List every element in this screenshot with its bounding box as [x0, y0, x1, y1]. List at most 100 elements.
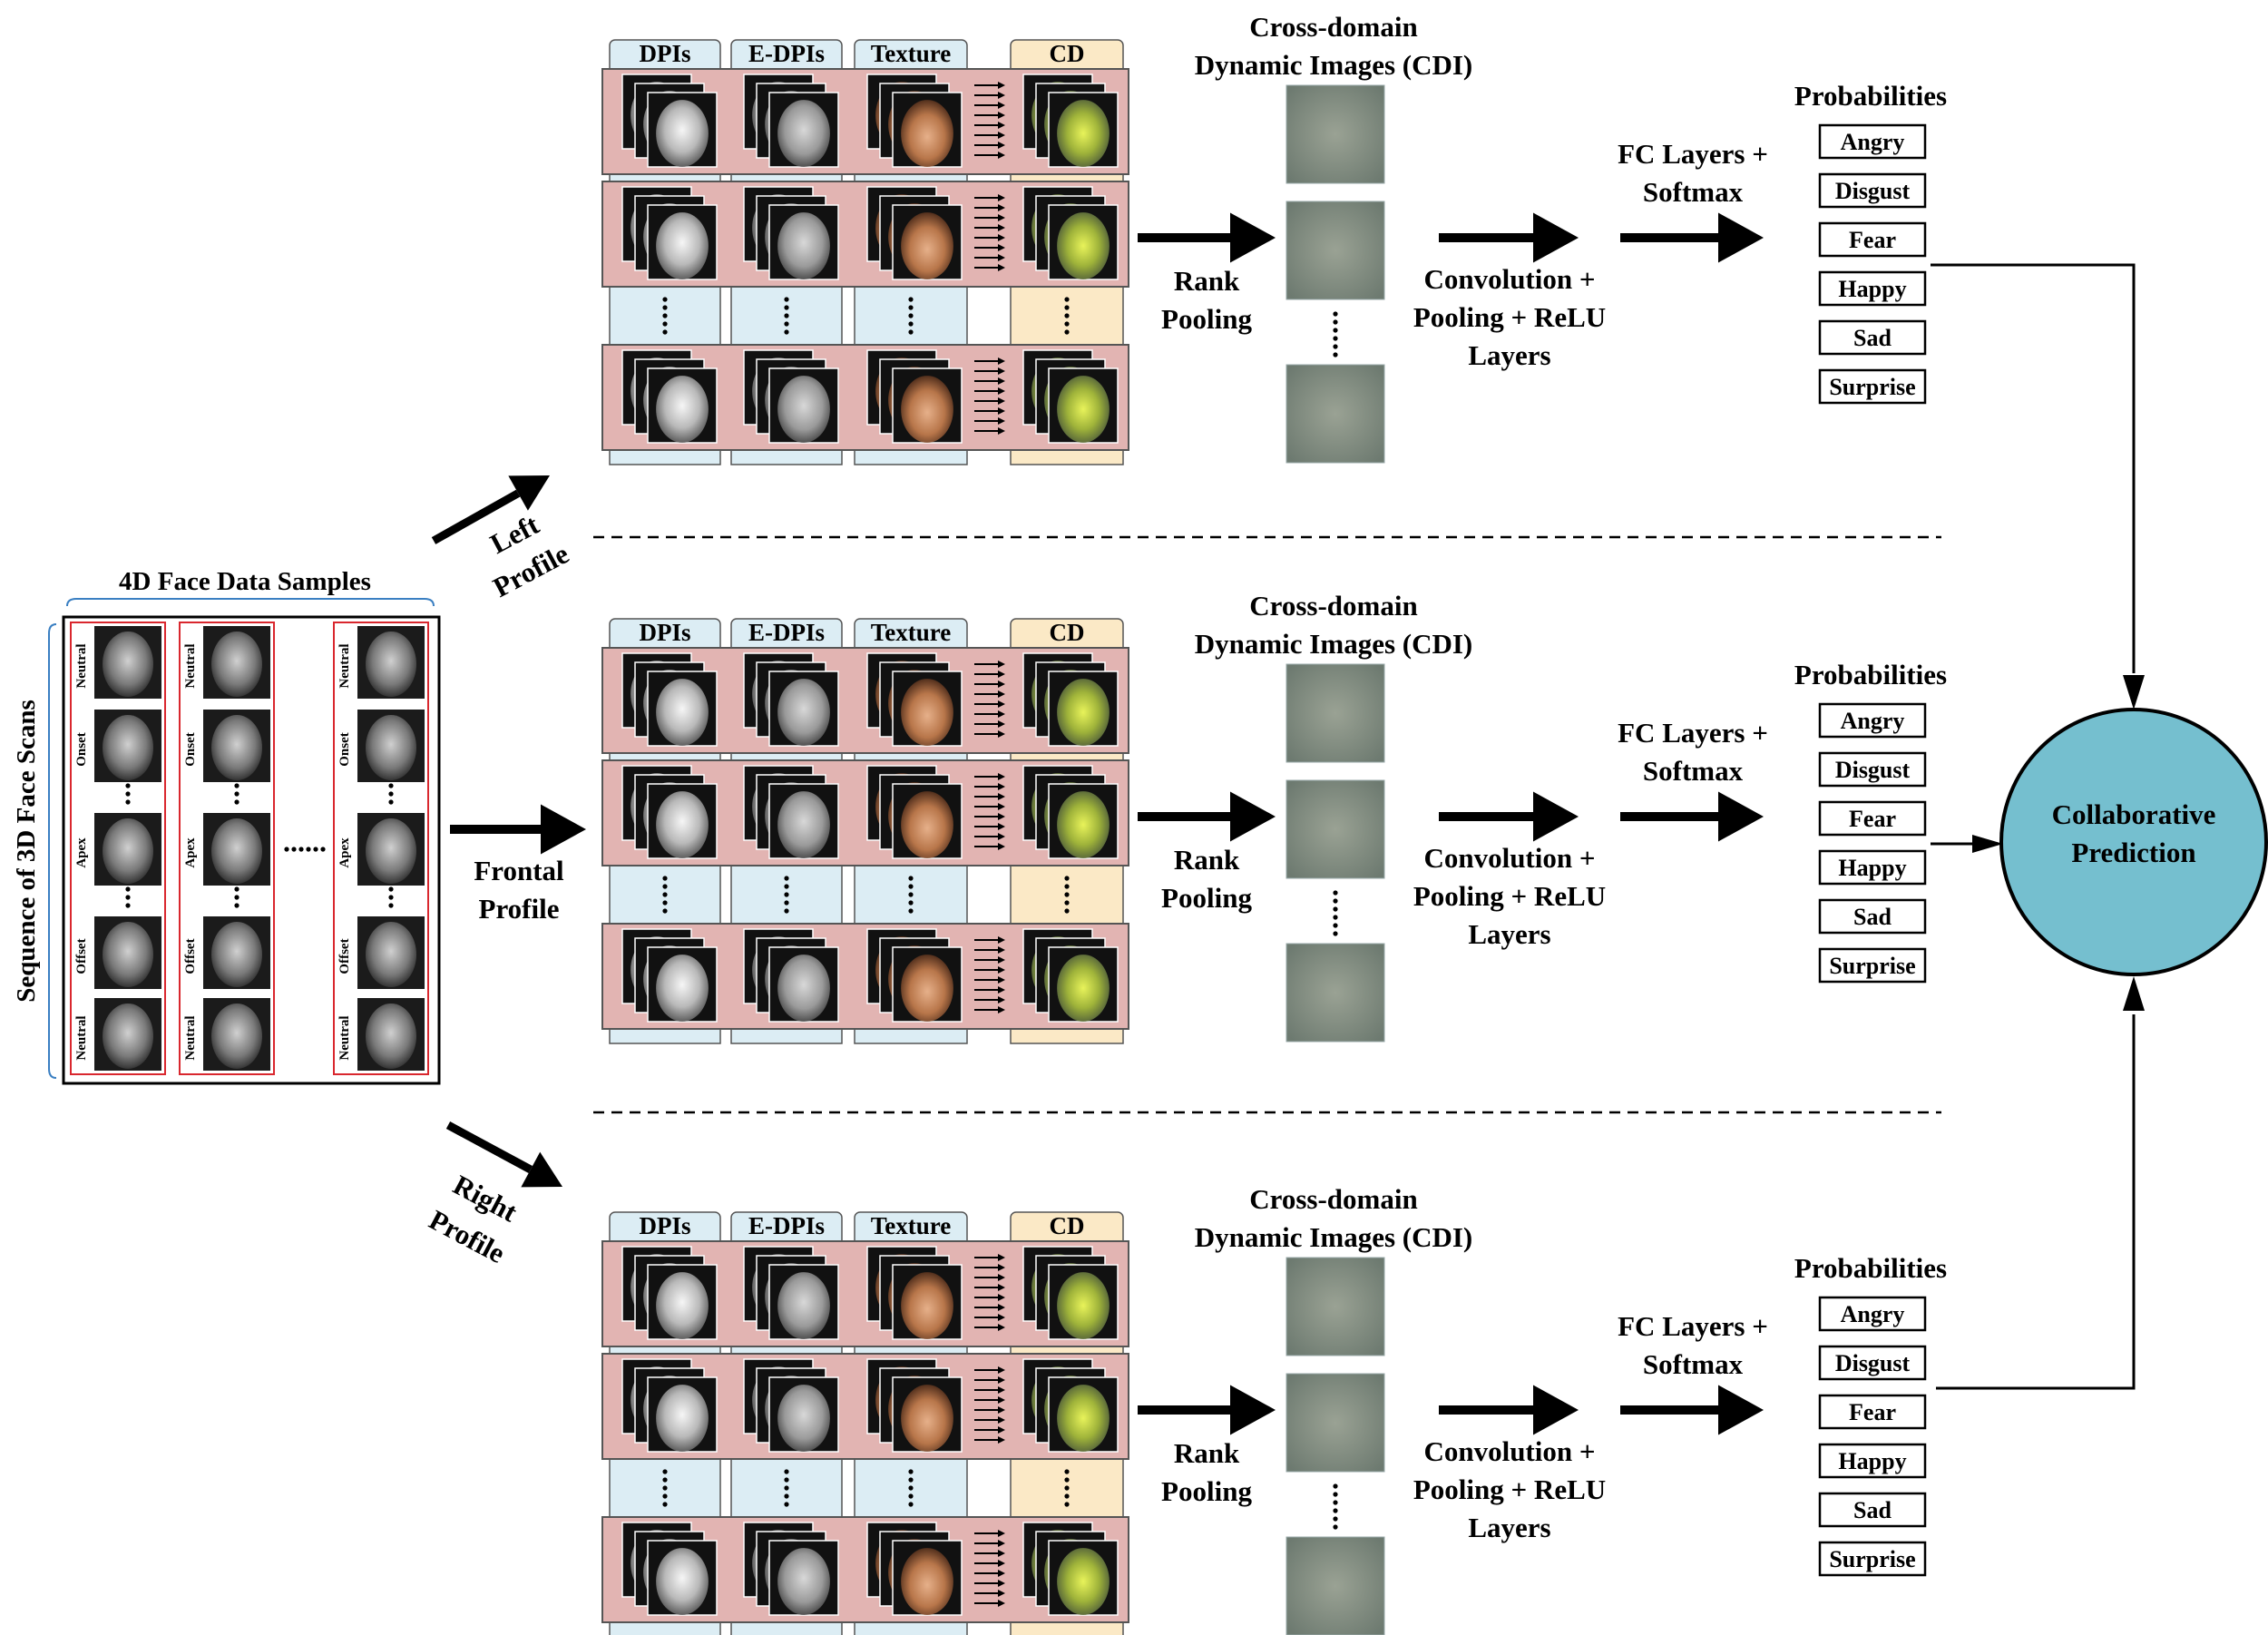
prediction-label: Prediction: [2071, 837, 2195, 868]
face-shape: [901, 1385, 953, 1452]
ellipsis-dot: [1333, 319, 1338, 325]
ellipsis-dot: [1333, 915, 1338, 920]
class-box-frame: [1818, 800, 1927, 837]
column-header-label: CD: [1050, 619, 1085, 646]
ellipsis-dot: [662, 329, 668, 335]
ellipsis-dot: [908, 876, 914, 881]
class-box: Happy: [1818, 1443, 1927, 1479]
cdi-title: Cross-domain: [1249, 590, 1417, 622]
class-label: Fear: [1849, 227, 1896, 253]
face-shape: [1057, 1385, 1110, 1452]
ellipsis-dot: [1333, 328, 1338, 333]
class-label: Angry: [1841, 1301, 1905, 1327]
connector-line: [1931, 263, 2136, 673]
face-shape: [656, 212, 709, 279]
class-box-frame: [1818, 1345, 1927, 1381]
face-scan-icon: [621, 765, 718, 859]
bundle-head: [998, 996, 1005, 1004]
face-scan-shape: [103, 631, 153, 697]
class-label: Surprise: [1829, 374, 1915, 400]
ellipsis-dot: [662, 1469, 668, 1474]
ellipsis-dot: [313, 847, 318, 852]
class-label: Happy: [1838, 855, 1906, 881]
samples-title: 4D Face Data Samples: [119, 567, 371, 596]
cdi-title: Cross-domain: [1249, 11, 1417, 43]
arrow-head: [1718, 1385, 1764, 1435]
arrow-bundle-icon: [974, 661, 1005, 738]
class-box: Sad: [1818, 898, 1927, 935]
sample-column-border: [179, 622, 275, 1075]
ellipsis-dot: [388, 799, 394, 805]
class-box: Happy: [1818, 849, 1927, 886]
feature-row: [601, 1516, 1129, 1623]
ellipsis-dot: [388, 783, 394, 788]
feature-row: [601, 68, 1129, 175]
arrow-head: [1718, 212, 1764, 263]
face-scan-icon: [621, 1246, 718, 1340]
ellipsis-dot: [784, 908, 789, 914]
column-header-label: CD: [1050, 1212, 1085, 1239]
vertical-ellipsis-icon: [662, 1469, 668, 1507]
ellipsis-dot: [1333, 890, 1338, 896]
face-scan-shape: [366, 1004, 416, 1069]
face-shape: [656, 100, 709, 167]
bundle-head: [998, 417, 1005, 425]
bundle-head: [998, 1416, 1005, 1424]
conv-label: Convolution +: [1423, 1435, 1595, 1467]
class-box: Disgust: [1818, 1345, 1927, 1381]
rank-pooling-label: Pooling: [1161, 882, 1252, 914]
class-label: Fear: [1849, 806, 1896, 832]
vertical-ellipsis-icon: [784, 876, 789, 914]
cdi-image-icon: [1286, 1373, 1385, 1473]
class-box: Sad: [1818, 1492, 1927, 1528]
class-box-frame: [1818, 221, 1927, 258]
ellipsis-dot: [1333, 906, 1338, 912]
class-box-frame: [1818, 319, 1927, 356]
ellipsis-dot: [662, 321, 668, 327]
arrow-shaft: [431, 489, 521, 544]
face-shape: [1057, 955, 1110, 1022]
bundle-head: [998, 254, 1005, 261]
ellipsis-dot: [662, 1502, 668, 1507]
face-scan-icon: [743, 1358, 839, 1453]
face-shape: [1057, 1548, 1110, 1615]
frame-label: Apex: [183, 837, 198, 868]
ellipsis-dot: [784, 1485, 789, 1491]
face-scan-shape: [103, 922, 153, 987]
arrow-icon: [2123, 675, 2145, 710]
bundle-head: [998, 122, 1005, 129]
ellipsis-dot: [784, 305, 789, 310]
class-box: Angry: [1818, 702, 1927, 739]
fc-label: Softmax: [1643, 755, 1744, 787]
rank-pooling-label: Pooling: [1161, 303, 1252, 335]
ellipsis-dot: [1064, 305, 1070, 310]
ellipsis-dot: [908, 305, 914, 310]
class-box-frame: [1818, 947, 1927, 984]
bundle-head: [998, 680, 1005, 688]
arrow-bundle-icon: [974, 1366, 1005, 1444]
probabilities-title: Probabilities: [1794, 80, 1947, 112]
column-header-label: CD: [1050, 40, 1085, 67]
class-label: Sad: [1853, 904, 1892, 930]
vertical-ellipsis-icon: [1064, 876, 1070, 914]
arrow-head: [1230, 1385, 1276, 1435]
arrow-bundle-icon: [974, 1254, 1005, 1331]
bundle-head: [998, 102, 1005, 109]
face-shape: [1057, 100, 1110, 167]
ellipsis-dot: [1064, 900, 1070, 906]
bundle-head: [998, 803, 1005, 810]
face-scan-icon: [743, 186, 839, 280]
class-box: Surprise: [1818, 947, 1927, 984]
face-shape: [777, 955, 830, 1022]
ellipsis-dot: [908, 321, 914, 327]
vertical-ellipsis-icon: [1064, 1469, 1070, 1507]
bundle-head: [998, 1324, 1005, 1331]
bundle-head: [998, 1600, 1005, 1607]
class-label: Disgust: [1835, 757, 1911, 783]
column-header-label: Texture: [871, 40, 952, 67]
ellipsis-dot: [234, 895, 240, 900]
bundle-head: [998, 407, 1005, 415]
bundle-head: [998, 244, 1005, 251]
